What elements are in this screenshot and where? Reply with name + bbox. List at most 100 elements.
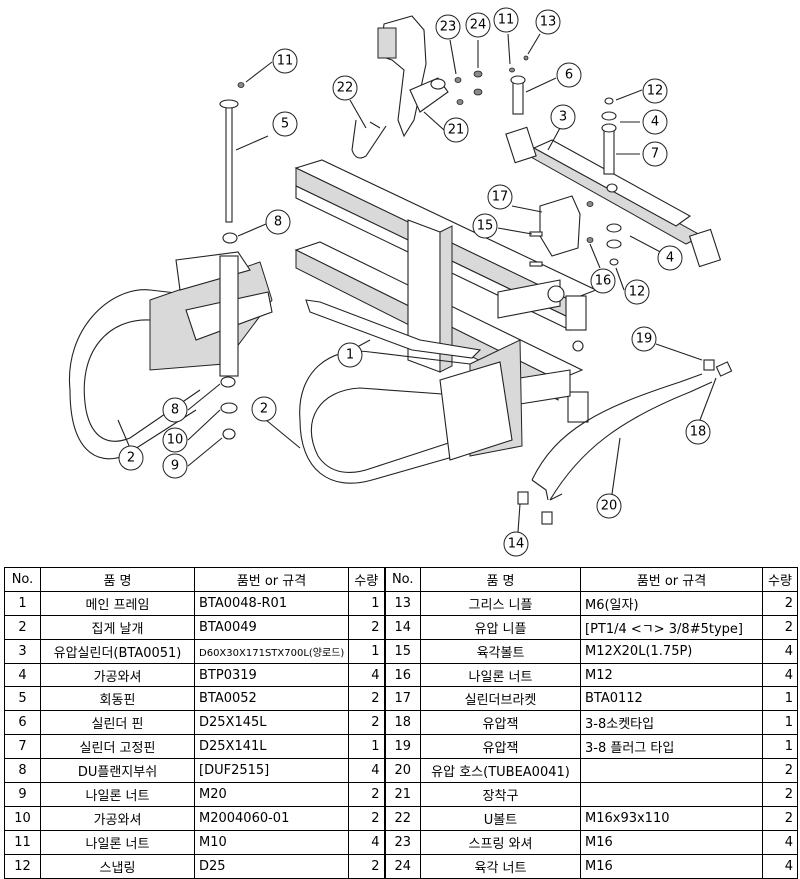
table-cell-name: U볼트: [420, 805, 581, 831]
table-cell-qty: 2: [348, 853, 386, 879]
table-cell-spec: BTA0112: [580, 686, 763, 712]
table-cell-qty: 2: [762, 805, 798, 831]
callout-12: 12: [647, 84, 664, 99]
table-cell-qty: 2: [762, 758, 798, 784]
table-cell-name: 그리스 니플: [420, 590, 581, 616]
table-cell-spec: [PT1/4 <ㄱ> 3/8#5type]: [580, 614, 763, 640]
table-cell-no: 14: [384, 614, 421, 640]
table-cell-no: 11: [4, 829, 41, 855]
callout-9: 9: [171, 459, 179, 474]
table-cell-spec: M10: [194, 829, 349, 855]
table-cell-spec: BTA0052: [194, 686, 349, 712]
table-cell-spec: 3-8 플러그 타입: [580, 734, 763, 760]
callout-21: 21: [448, 123, 465, 138]
table-cell-no: 12: [4, 853, 41, 879]
callout-10: 10: [167, 433, 184, 448]
table-cell-spec: M16: [580, 853, 763, 879]
callout-15: 15: [477, 219, 494, 234]
callout-11: 11: [277, 54, 294, 69]
table-cell-no: 23: [384, 829, 421, 855]
callout-14: 14: [508, 537, 525, 552]
callout-3: 3: [559, 110, 567, 125]
callout-23: 23: [440, 20, 457, 35]
parts-list-table: No. 품 명 품번 or 규격 수량 No. 품 명 품번 or 규격 수량 …: [4, 567, 798, 879]
table-cell-qty: 1: [762, 686, 798, 712]
tine-right: [299, 339, 523, 484]
table-cell-qty: 2: [348, 782, 386, 807]
callout-18: 18: [690, 425, 707, 440]
callout-balloons: 1 2 2 3 4 4 5 6 7 8 8 9 10 11 11 12 12 1…: [117, 7, 717, 557]
table-cell-no: 20: [384, 758, 421, 784]
table-cell-name: 나일론 너트: [40, 782, 195, 807]
table-cell-no: 3: [4, 638, 41, 664]
table-cell-qty: 1: [348, 638, 386, 664]
callout-7: 7: [651, 147, 659, 162]
table-cell-no: 9: [4, 782, 41, 807]
table-cell-qty: 1: [762, 734, 798, 760]
table-cell-no: 21: [384, 782, 421, 807]
table-cell-qty: 2: [348, 614, 386, 640]
mounting-bracket: [377, 15, 449, 138]
table-cell-name: 스냅링: [40, 853, 195, 879]
table-cell-qty: 4: [762, 829, 798, 855]
table-cell-name: 유압잭: [420, 734, 581, 760]
header-spec: 품번 or 규격: [580, 567, 763, 592]
table-cell-qty: 1: [762, 710, 798, 736]
table-cell-name: 육각볼트: [420, 638, 581, 664]
table-cell-qty: 2: [762, 782, 798, 807]
table-cell-name: 나일론 너트: [40, 829, 195, 855]
table-cell-spec: M2004060-01: [194, 805, 349, 831]
callout-20: 20: [601, 499, 618, 514]
callout-4: 4: [651, 115, 659, 130]
table-cell-no: 10: [4, 805, 41, 831]
callout-6: 6: [565, 68, 573, 83]
header-spec: 품번 or 규격: [194, 567, 349, 592]
header-name: 품 명: [420, 567, 581, 592]
table-cell-qty: 2: [348, 710, 386, 736]
u-bolt: [351, 119, 387, 159]
table-cell-no: 24: [384, 853, 421, 879]
hardware-parts: [219, 55, 733, 525]
callout-2: 2: [127, 451, 135, 466]
table-cell-no: 22: [384, 805, 421, 831]
table-cell-no: 17: [384, 686, 421, 712]
table-cell-name: 장착구: [420, 782, 581, 807]
table-cell-spec: BTP0319: [194, 662, 349, 688]
hydraulic-hoses: [531, 373, 713, 501]
table-cell-name: 집게 날개: [40, 614, 195, 640]
table-cell-qty: 4: [348, 829, 386, 855]
hydraulic-cylinder: [505, 126, 722, 268]
table-cell-spec: M12X20L(1.75P): [580, 638, 763, 664]
callout-5: 5: [281, 117, 289, 132]
callout-11: 11: [498, 13, 515, 28]
header-no: No.: [4, 567, 41, 592]
table-cell-spec: D25X141L: [194, 734, 349, 760]
table-cell-no: 15: [384, 638, 421, 664]
table-cell-no: 19: [384, 734, 421, 760]
callout-22: 22: [337, 81, 354, 96]
table-header-row: No. 품 명 품번 or 규격 수량 No. 품 명 품번 or 규격 수량: [4, 567, 798, 592]
table-cell-spec: [DUF2515]: [194, 758, 349, 784]
table-cell-no: 5: [4, 686, 41, 712]
callout-8: 8: [171, 403, 179, 418]
table-cell-qty: 2: [762, 590, 798, 616]
header-no: No.: [384, 567, 421, 592]
table-cell-spec: M6(일자): [580, 590, 763, 616]
exploded-assembly-drawing: 1 2 2 3 4 4 5 6 7 8 8 9 10 11 11 12 12 1…: [68, 7, 733, 557]
table-cell-name: 스프링 와셔: [420, 829, 581, 855]
table-cell-spec: [580, 782, 763, 807]
table-cell-name: 실린더브라켓: [420, 686, 581, 712]
table-cell-spec: 3-8소켓타입: [580, 710, 763, 736]
callout-19: 19: [636, 332, 653, 347]
table-cell-name: DU플랜지부쉬: [40, 758, 195, 784]
